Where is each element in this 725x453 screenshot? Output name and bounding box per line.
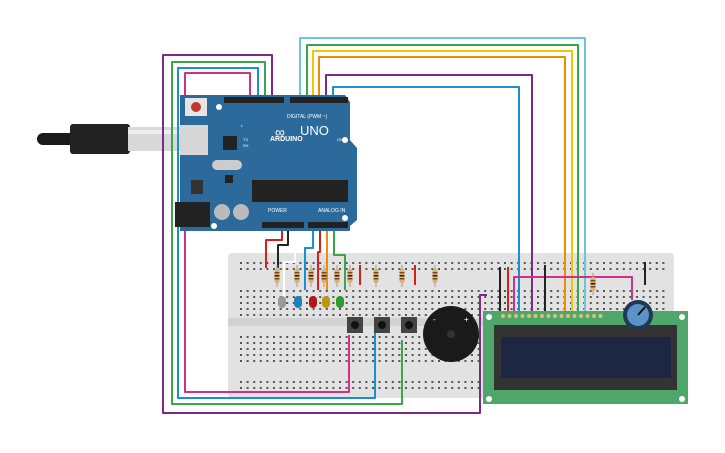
- wire-cyan: [299, 37, 586, 312]
- piezo-buzzer[interactable]: - +: [423, 306, 479, 362]
- wire-green: [306, 44, 579, 312]
- wire-orange: [318, 56, 566, 312]
- pushbutton[interactable]: [401, 317, 417, 333]
- wire-yellow: [312, 50, 573, 312]
- wire-green-outer: [171, 61, 403, 405]
- on-label: ON: [337, 137, 343, 142]
- pushbutton[interactable]: [374, 317, 390, 333]
- digital-label: DIGITAL (PWM ~): [287, 114, 327, 120]
- wire-a0: [304, 225, 314, 290]
- usb-cable[interactable]: [37, 124, 183, 154]
- arduino-model: UNO: [300, 123, 329, 138]
- arduino-uno[interactable]: ARDUINO UNO DIGITAL (PWM ~) POWER ANALOG…: [175, 95, 357, 231]
- resistor[interactable]: [308, 265, 314, 287]
- header-top-left: [224, 97, 284, 103]
- wire-lcd-pink: [513, 276, 633, 312]
- lcd-pins: [501, 314, 603, 318]
- resistor[interactable]: [590, 273, 596, 295]
- wire-red-5v: [265, 225, 283, 268]
- resistor[interactable]: [334, 265, 340, 287]
- wire-blue: [332, 86, 520, 312]
- resistor[interactable]: [373, 265, 379, 287]
- wire-a3: [333, 225, 346, 290]
- header-power: [262, 222, 304, 228]
- pushbuttons: [347, 317, 417, 333]
- led-gray[interactable]: [278, 296, 286, 308]
- atmega-chip: [252, 180, 348, 202]
- power-label: POWER: [268, 208, 287, 214]
- resistor[interactable]: [347, 265, 353, 287]
- header-digital: [290, 97, 348, 103]
- wire-blue-outer: [177, 67, 376, 399]
- lcd-16x2[interactable]: [483, 311, 688, 404]
- buzzer-minus: -: [433, 315, 436, 324]
- resistor[interactable]: [294, 265, 300, 287]
- resistor[interactable]: [321, 265, 327, 287]
- arduino-brand: ARDUINO: [270, 136, 303, 143]
- resistors: [274, 265, 596, 295]
- header-analog: [308, 222, 348, 228]
- tx-label: TX: [243, 137, 248, 142]
- wire-purple-outer: [162, 54, 487, 414]
- led-red[interactable]: [309, 296, 317, 308]
- wires: [162, 37, 646, 414]
- analog-label: ANALOG IN: [318, 208, 346, 214]
- led-yellow[interactable]: [322, 296, 330, 308]
- rx-label: RX: [243, 143, 249, 148]
- wire-white: [283, 225, 296, 300]
- buzzer-plus: +: [464, 315, 469, 324]
- wire-a1: [317, 225, 321, 290]
- l-led-label: L: [241, 123, 244, 128]
- wire-pink-outer: [184, 72, 350, 393]
- wire-black-gnd: [277, 225, 289, 268]
- potentiometer[interactable]: [623, 300, 653, 330]
- wire-purple: [325, 74, 533, 312]
- pushbutton[interactable]: [347, 317, 363, 333]
- led-blue[interactable]: [294, 296, 302, 308]
- resistor[interactable]: [432, 265, 438, 287]
- resistor[interactable]: [399, 265, 405, 287]
- resistor[interactable]: [274, 265, 280, 287]
- led-green[interactable]: [336, 296, 344, 308]
- leds: [278, 296, 344, 308]
- lcd-screen: [501, 337, 671, 378]
- arduino-logo-icon: ∞: [275, 124, 285, 140]
